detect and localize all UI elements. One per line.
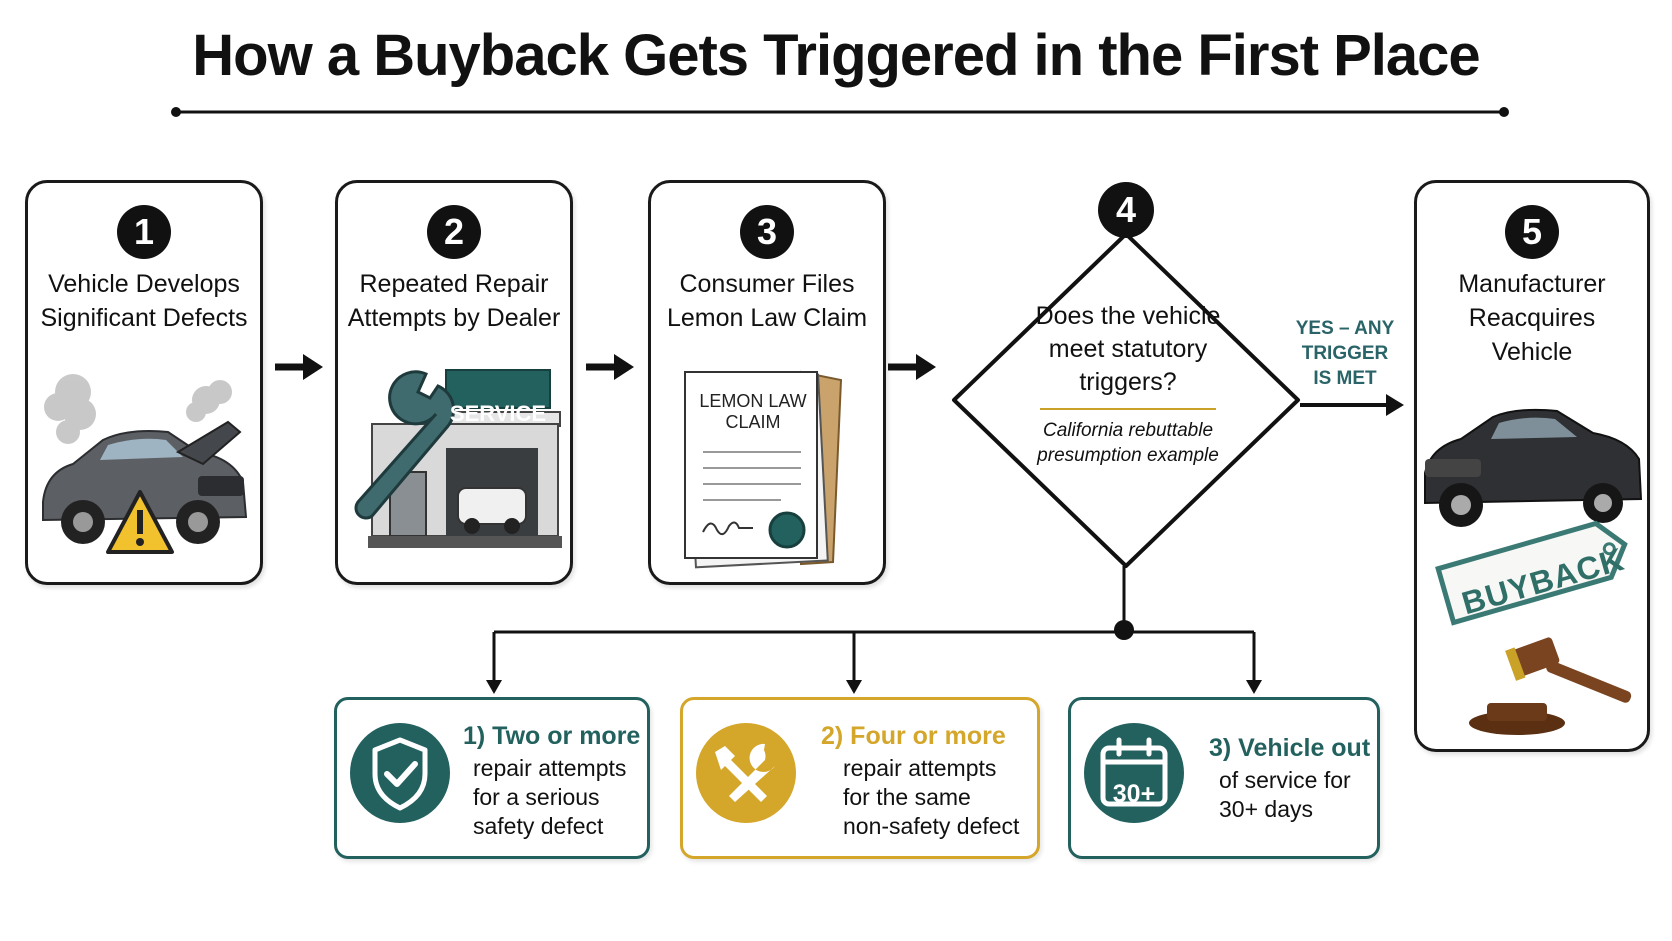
condition-2-card: 2) Four or more repair attempts for the … [680,697,1040,859]
condition-3-card: 30+ 3) Vehicle out of service for 30+ da… [1068,697,1380,859]
yes-label: YES – ANY TRIGGER IS MET [1295,318,1395,389]
title-divider [171,107,1509,117]
step-label: Repeated Repair Attempts by Dealer [347,270,561,332]
sedan-icon [1424,408,1643,527]
seal-icon [768,511,806,549]
flow-arrow [275,354,323,380]
flow-arrow [888,354,936,380]
step-label: Vehicle Develops Significant Defects [40,270,248,332]
page-title: How a Buyback Gets Triggered in the Firs… [192,23,1480,88]
step-3-card: 3 Consumer Files Lemon Law Claim LEMON L… [648,180,886,585]
tools-icon [696,723,796,823]
step-label: Consumer Files Lemon Law Claim [666,270,868,332]
condition-body: repair attempts for a serious safety def… [473,755,627,839]
yes-arrow [1300,394,1404,416]
wrench-icon [354,370,456,520]
step-number: 3 [740,205,794,259]
service-sign: SERVICE [449,401,547,426]
condition-body: of service for 30+ days [1219,767,1351,822]
claim-document-title: LEMON LAW CLAIM [699,391,807,432]
decision-question: Does the vehicle meet statutory triggers… [1035,302,1221,396]
condition-head: 2) Four or more [821,722,1006,750]
step-number: 1 [117,205,171,259]
step-number: 4 [1098,182,1154,238]
shield-check-icon [350,723,450,823]
claim-document-icon [684,370,843,569]
smoking-car-icon [42,374,248,544]
service-garage-icon [368,369,562,548]
step-number: 2 [427,205,481,259]
step-label: Manufacturer Reacquires Vehicle [1458,270,1606,366]
decision-divider [1040,408,1216,410]
decision-note: California rebuttable presumption exampl… [1037,420,1219,466]
condition-1-card: 1) Two or more repair attempts for a ser… [334,697,650,859]
decision-diamond [952,232,1300,568]
warning-icon [106,490,174,554]
buyback-tag-icon [1435,520,1628,626]
step-1-card: 1 Vehicle Develops Significant Defects [25,180,263,585]
condition-body: repair attempts for the same non-safety … [843,755,1020,839]
calendar-badge-text: 30+ [1112,780,1156,808]
condition-head: 1) Two or more [463,722,641,750]
step-5-card: 5 Manufacturer Reacquires Vehicle BUYBAC… [1414,180,1650,752]
step-number: 5 [1505,205,1559,259]
condition-head: 3) Vehicle out [1209,734,1371,762]
step-2-card: 2 Repeated Repair Attempts by Dealer SER… [335,180,573,585]
flow-arrow [586,354,634,380]
calendar-icon [1084,723,1184,823]
gavel-icon [1469,637,1632,735]
